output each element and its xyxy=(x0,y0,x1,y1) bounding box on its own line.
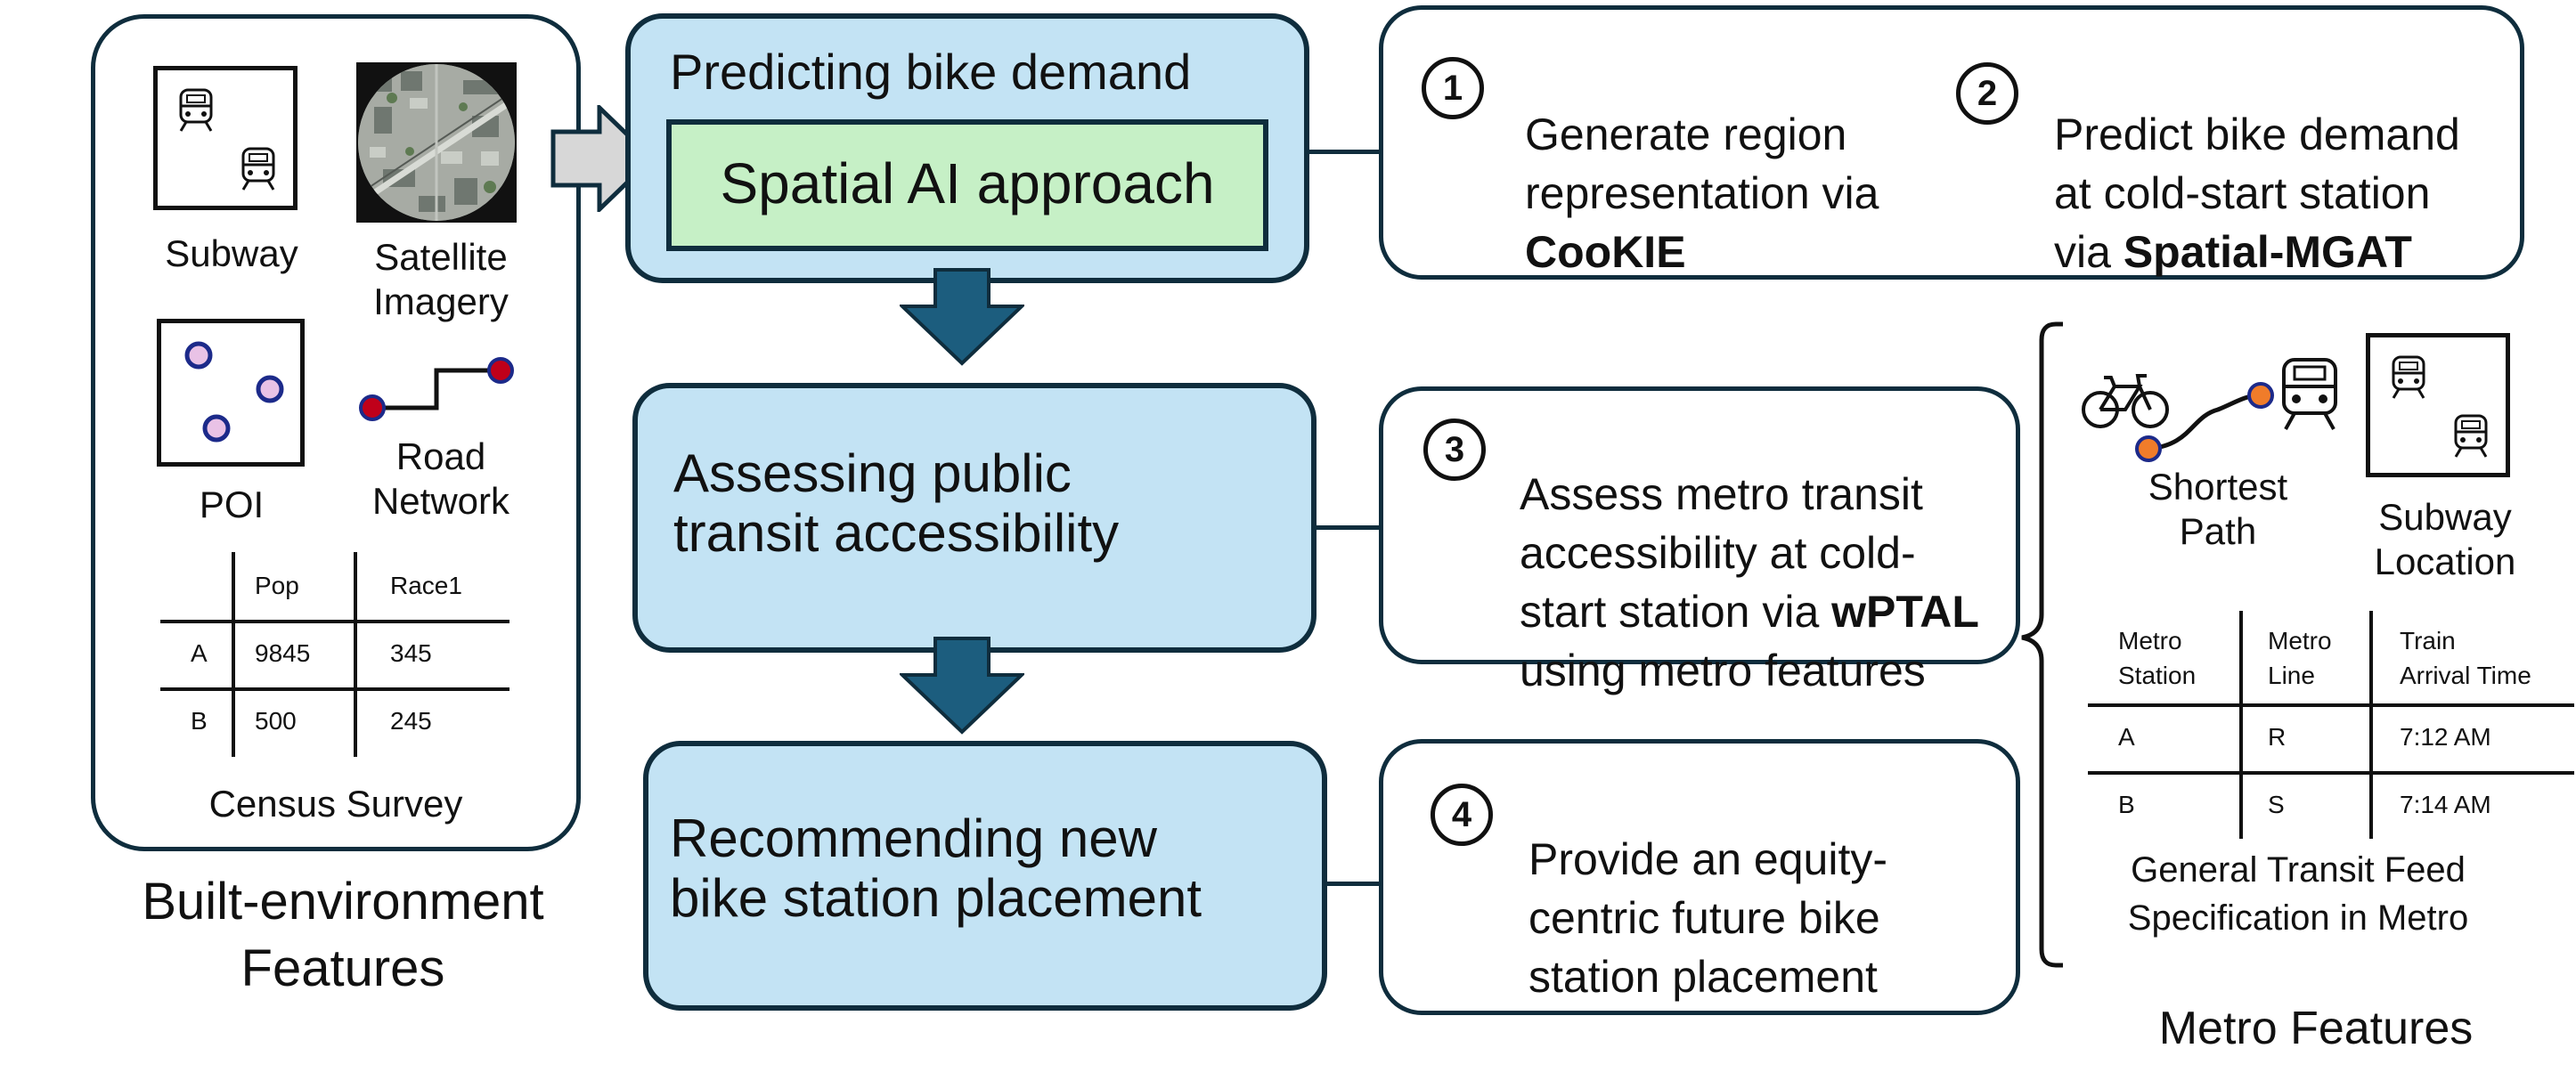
step-3-text: Assess metro transit accessibility at co… xyxy=(1520,469,1979,695)
steps-1-2-box xyxy=(1379,5,2524,280)
subway-label: Subway xyxy=(165,232,298,274)
train-icon xyxy=(2392,355,2425,399)
train-icon xyxy=(179,88,213,132)
step-number-2: 2 xyxy=(1956,62,2018,125)
stage-assessing-transit xyxy=(632,383,1317,653)
step-2-text: Predict bike demand at cold-start statio… xyxy=(2054,110,2460,277)
step-4-box xyxy=(1379,739,2020,1015)
step-1-text: Generate region representation via CooKI… xyxy=(1525,110,1879,277)
train-icon xyxy=(2454,414,2488,458)
built-environment-caption: Built-environment Features xyxy=(142,873,544,998)
connector-line xyxy=(1309,150,1381,154)
step-3-box xyxy=(1379,386,2020,664)
down-arrow-icon xyxy=(900,637,1024,735)
gtfs-cell: B xyxy=(2118,791,2135,818)
census-header: Pop xyxy=(255,572,299,599)
subway-location-label: Subway Location xyxy=(2374,496,2516,583)
spatial-ai-box xyxy=(666,119,1268,251)
stage-title: Recommending new bike station placement xyxy=(670,809,1202,929)
census-label: Census Survey xyxy=(208,783,463,825)
subway-location-box xyxy=(2366,333,2510,477)
gtfs-label: General Transit Feed Specification in Me… xyxy=(2127,850,2469,938)
census-cell: B xyxy=(191,707,208,735)
connector-line xyxy=(1327,882,1382,886)
stage-title: Assessing public transit accessibility xyxy=(673,443,1120,564)
down-arrow-icon xyxy=(900,268,1024,366)
step-number-3: 3 xyxy=(1423,419,1486,481)
stage-title: Predicting bike demand xyxy=(670,44,1192,100)
road-network-icon xyxy=(359,357,514,421)
poi-point xyxy=(256,375,284,403)
step-4-text: Provide an equity- centric future bike s… xyxy=(1528,834,1888,1002)
stage-recommending-placement xyxy=(643,741,1327,1011)
metro-features-caption: Metro Features xyxy=(2158,1003,2474,1054)
census-header: Race1 xyxy=(390,572,462,599)
gtfs-header: Metro Station xyxy=(2118,627,2197,690)
gtfs-cell: A xyxy=(2118,723,2135,751)
step-number-1: 1 xyxy=(1422,57,1484,119)
shortest-path-curve xyxy=(2135,382,2274,462)
connector-line xyxy=(1317,525,1382,530)
subway-map-box xyxy=(153,66,298,210)
census-cell: A xyxy=(191,639,208,667)
gtfs-header: Metro Line xyxy=(2268,627,2332,690)
satellite-label: Satellite Imagery xyxy=(373,236,509,323)
shortest-path-label: Shortest Path xyxy=(2148,466,2288,553)
poi-map-box xyxy=(157,319,305,467)
gtfs-cell: 7:12 AM xyxy=(2400,723,2491,751)
census-cell: 500 xyxy=(255,707,297,735)
road-network-label: Road Network xyxy=(371,435,510,523)
poi-point xyxy=(184,341,213,370)
gtfs-table: Metro Station Metro Line Train Arrival T… xyxy=(2088,611,2576,842)
spatial-ai-label: Spatial AI approach xyxy=(720,151,1215,215)
gtfs-cell: R xyxy=(2268,723,2287,751)
train-icon xyxy=(2282,358,2337,430)
train-icon xyxy=(241,147,275,191)
step-number-4: 4 xyxy=(1431,784,1493,846)
census-cell: 9845 xyxy=(255,639,311,667)
census-table: Pop Race1 A 9845 345 B 500 245 xyxy=(160,552,517,757)
curly-brace xyxy=(2021,321,2063,968)
gtfs-cell: S xyxy=(2268,791,2285,818)
gtfs-cell: 7:14 AM xyxy=(2400,791,2491,818)
satellite-imagery xyxy=(356,62,517,223)
census-cell: 345 xyxy=(390,639,432,667)
gtfs-header: Train Arrival Time xyxy=(2400,627,2531,690)
bike-icon xyxy=(2082,374,2169,428)
census-cell: 245 xyxy=(390,707,432,735)
poi-label: POI xyxy=(199,484,265,525)
poi-point xyxy=(202,414,231,443)
